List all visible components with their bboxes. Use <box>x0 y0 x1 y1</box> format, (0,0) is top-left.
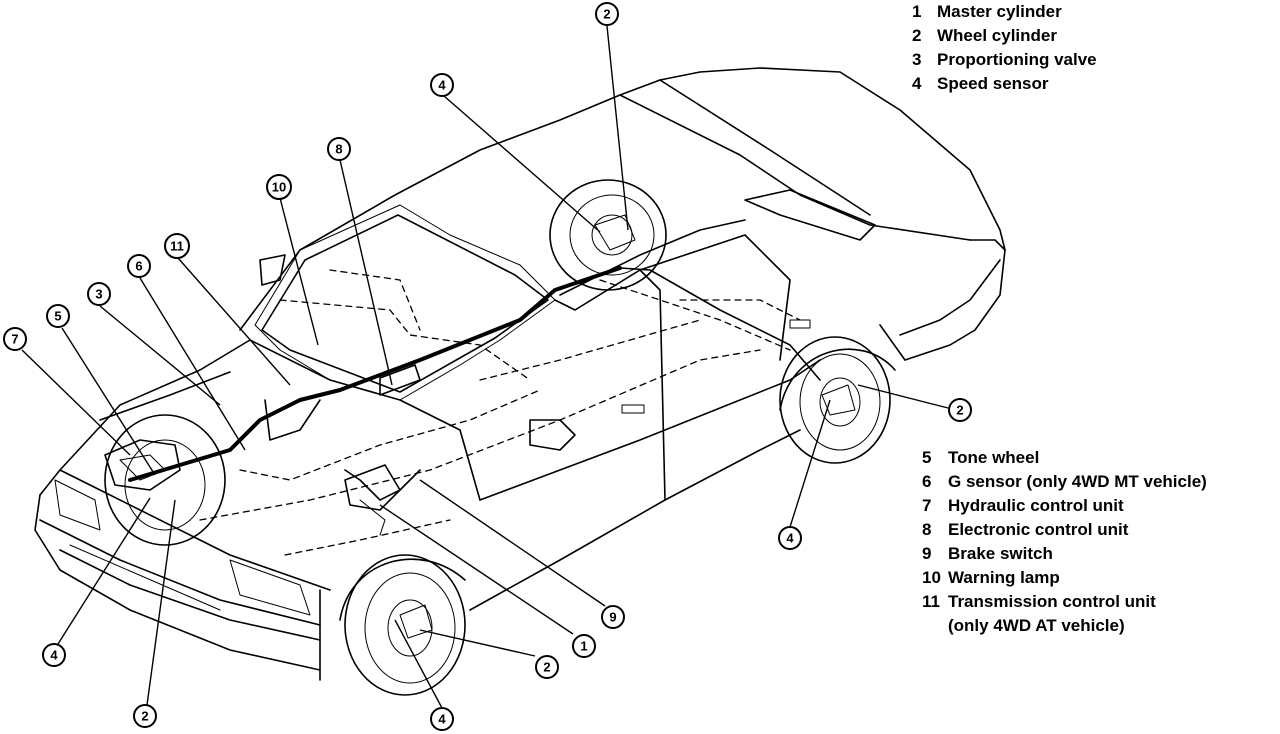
legend-text: Warning lamp <box>948 568 1060 587</box>
leader-lines <box>21 25 949 709</box>
legend-number: 2 <box>912 26 922 45</box>
callout-7: 7 <box>3 327 27 351</box>
legend-text: Transmission control unit <box>948 592 1156 611</box>
callout-label: 3 <box>95 287 102 302</box>
legend-item: 6 G sensor (only 4WD MT vehicle) <box>922 470 1207 494</box>
legend-item: 2 Wheel cylinder <box>912 24 1097 48</box>
callout-label: 4 <box>438 78 446 93</box>
callout-label: 4 <box>438 712 446 727</box>
callout-2-front-left: 2 <box>133 704 157 728</box>
legend-text: Speed sensor <box>937 74 1049 93</box>
callout-10: 10 <box>266 174 292 200</box>
legend-number: 11 <box>922 592 940 611</box>
callout-label: 5 <box>54 309 61 324</box>
callout-11: 11 <box>164 233 190 259</box>
legend-number: 7 <box>922 496 932 515</box>
legend-number: 8 <box>922 520 932 539</box>
callout-label: 9 <box>609 610 616 625</box>
callout-label: 2 <box>956 403 963 418</box>
legend-text: Brake switch <box>948 544 1053 563</box>
legend-text: (only 4WD AT vehicle) <box>948 616 1125 635</box>
callout-label: 8 <box>335 142 342 157</box>
callout-label: 7 <box>11 332 18 347</box>
callout-label: 2 <box>543 660 550 675</box>
legend-text: Proportioning valve <box>937 50 1097 69</box>
car-illustration <box>34 67 1006 696</box>
callout-label: 11 <box>170 239 184 254</box>
legend-item: 1 Master cylinder <box>912 0 1097 24</box>
legend-item: 8 Electronic control unit <box>922 518 1207 542</box>
legend-number: 3 <box>912 50 922 69</box>
legend-item: 3 Proportioning valve <box>912 48 1097 72</box>
callout-label: 1 <box>580 639 587 654</box>
callout-2-rear-right: 2 <box>948 398 972 422</box>
legend-number: 9 <box>922 544 932 563</box>
legend-number: 1 <box>912 2 922 21</box>
callout-5: 5 <box>46 304 70 328</box>
legend-top: 1 Master cylinder 2 Wheel cylinder 3 Propor… <box>912 0 1097 96</box>
callout-label: 10 <box>272 180 286 195</box>
legend-text: Wheel cylinder <box>937 26 1057 45</box>
legend-item: 10 Warning lamp <box>922 566 1207 590</box>
legend-item: 11 Transmission control unit <box>922 590 1207 614</box>
legend-number: 5 <box>922 448 932 467</box>
callout-9: 9 <box>601 605 625 629</box>
legend-bottom: 5 Tone wheel 6 G sensor (only 4WD MT vehic… <box>922 446 1207 638</box>
callout-4-front-right: 4 <box>430 707 454 731</box>
callout-6: 6 <box>127 254 151 278</box>
callout-2-rear-left: 2 <box>595 2 619 26</box>
legend-text: G sensor (only 4WD MT vehicle) <box>948 472 1207 491</box>
callout-3: 3 <box>87 282 111 306</box>
legend-item: 4 Speed sensor <box>912 72 1097 96</box>
legend-text: Electronic control unit <box>948 520 1129 539</box>
callout-1: 1 <box>572 634 596 658</box>
callout-label: 4 <box>50 648 58 663</box>
legend-item: 9 Brake switch <box>922 542 1207 566</box>
legend-number: 4 <box>912 74 922 93</box>
legend-text: Master cylinder <box>937 2 1062 21</box>
callout-8: 8 <box>327 137 351 161</box>
callout-2-front-right: 2 <box>535 655 559 679</box>
legend-number: 10 <box>922 568 941 587</box>
callout-label: 6 <box>135 259 142 274</box>
legend-item-continuation: (only 4WD AT vehicle) <box>922 614 1207 638</box>
callout-4-front-left: 4 <box>42 643 66 667</box>
legend-item: 5 Tone wheel <box>922 446 1207 470</box>
callout-4-rear-right: 4 <box>778 526 802 550</box>
legend-text: Tone wheel <box>948 448 1040 467</box>
callout-label: 2 <box>141 709 148 724</box>
callout-4-rear-left: 4 <box>430 73 454 97</box>
legend-number: 6 <box>922 472 932 491</box>
legend-text: Hydraulic control unit <box>948 496 1124 515</box>
callout-label: 4 <box>786 531 794 546</box>
callout-label: 2 <box>603 7 610 22</box>
legend-item: 7 Hydraulic control unit <box>922 494 1207 518</box>
